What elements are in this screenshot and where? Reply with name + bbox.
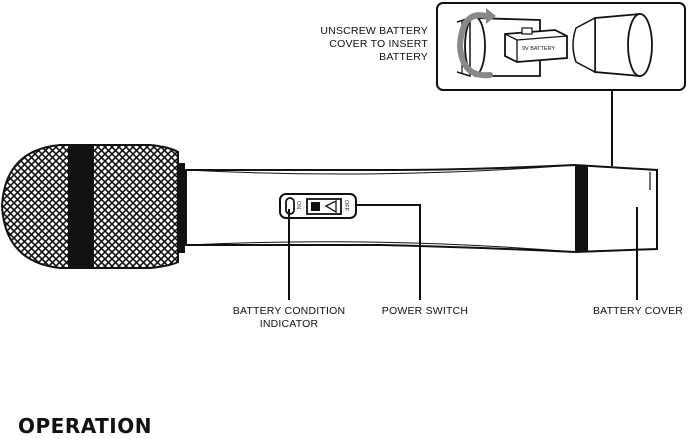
section-title: OPERATION <box>18 414 152 434</box>
unscrew-arrow-icon <box>456 8 496 79</box>
callout-text-line-1: UNSCREW BATTERY <box>320 25 428 37</box>
switch-off-label: OFF <box>343 200 349 212</box>
power-switch-leader-line <box>356 204 421 300</box>
battery-condition-indicator-label: BATTERY CONDITION <box>233 305 346 317</box>
microphone: ON OFF <box>0 144 658 300</box>
battery-cover-label: BATTERY COVER <box>593 305 683 317</box>
switch-on-label: ON <box>295 201 301 209</box>
callout-text-line-3: BATTERY <box>379 51 428 63</box>
battery-cover-section <box>575 165 658 252</box>
callout-battery-cover <box>572 13 653 77</box>
callout-text-line-2: COVER TO INSERT <box>329 38 428 50</box>
microphone-grille <box>0 144 179 269</box>
nine-volt-battery: 9V BATTERY <box>504 27 568 63</box>
battery-condition-indicator-label-line-2: INDICATOR <box>260 318 319 330</box>
battery-callout: 9V BATTERY UNSCREW BATTERY COVER TO INSE… <box>320 2 686 91</box>
battery-label: 9V BATTERY <box>522 46 555 52</box>
switch-panel: ON OFF <box>279 193 357 219</box>
power-switch-label: POWER SWITCH <box>382 305 468 317</box>
power-switch <box>306 198 342 215</box>
